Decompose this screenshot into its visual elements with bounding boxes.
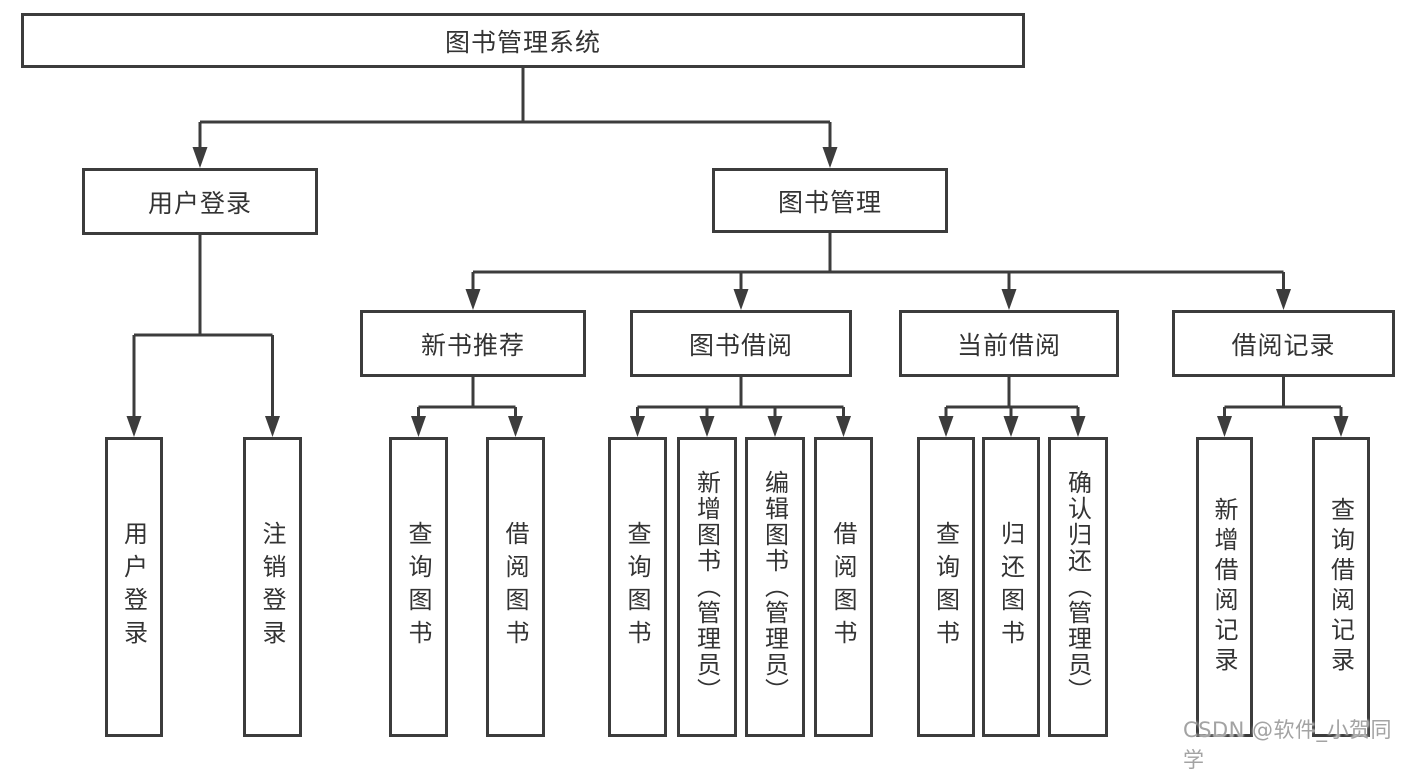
leaf-confirm-return-admin: 确认归还（管理员） [1048,437,1108,737]
leaf-return-books: 归还图书 [982,437,1040,737]
leaf-borrow-books: 借阅图书 [486,437,545,737]
watermark: CSDN @软件_小贺同学 [1183,718,1393,772]
node-new-book-recommendation: 新书推荐 [360,310,586,377]
leaf-user-login: 用户登录 [105,437,163,737]
node-book-management: 图书管理 [712,168,948,233]
leaf-query-books: 查询图书 [389,437,448,737]
leaf-add-borrowing-record: 新增借阅记录 [1196,437,1253,737]
leaf-query-books: 查询图书 [608,437,667,737]
connector-lines [126,68,1349,437]
node-borrowing-records: 借阅记录 [1172,310,1395,377]
leaf-borrow-books: 借阅图书 [814,437,873,737]
node-user-login: 用户登录 [82,168,318,235]
node-library-system: 图书管理系统 [21,13,1025,68]
leaf-edit-books-admin: 编辑图书（管理员） [745,437,805,737]
leaf-query-borrowing-record: 查询借阅记录 [1312,437,1370,737]
node-book-borrowing: 图书借阅 [630,310,852,377]
leaf-query-books: 查询图书 [917,437,975,737]
leaf-add-books-admin: 新增图书（管理员） [677,437,737,737]
leaf-logout: 注销登录 [243,437,302,737]
node-current-borrowing: 当前借阅 [899,310,1119,377]
functional-structure-diagram: 图书管理系统 用户登录 图书管理 新书推荐 图书借阅 当前借阅 借阅记录 用户登… [21,13,1395,772]
